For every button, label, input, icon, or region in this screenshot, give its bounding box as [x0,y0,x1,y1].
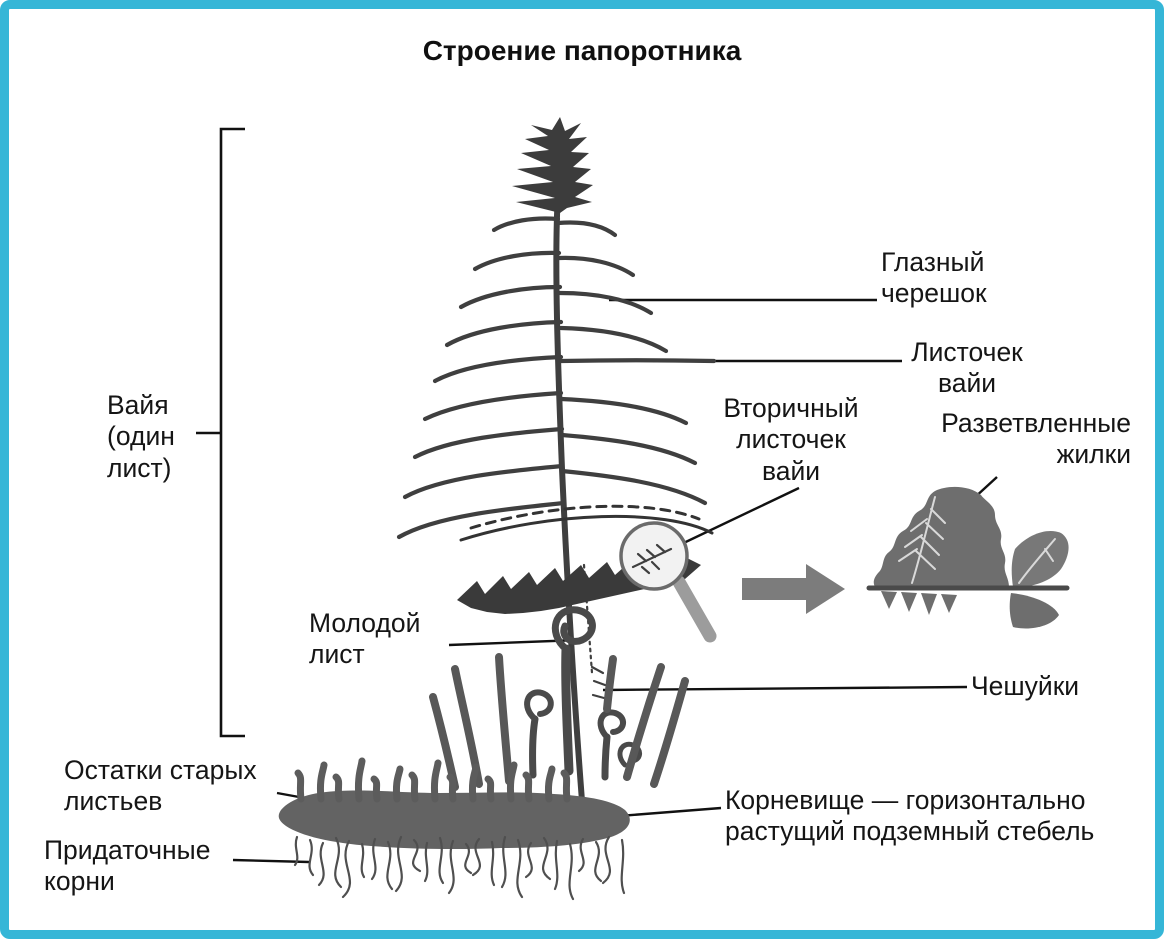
enlarged-leaflet [866,486,1070,629]
frond-bracket [196,127,245,738]
frond-arcs [459,504,714,542]
frond-leaflet-label: Листочек вайи [911,337,1023,399]
frond-tip [512,117,593,213]
old-leaf-remains-label: Остатки старых листьев [64,755,257,817]
scales-label: Чешуйки [971,671,1080,701]
old-leaf-stubs [294,757,571,803]
roots-drawing [293,835,626,901]
pinnae [396,216,717,540]
secondary-leaflet-label: Вторичный листочек вайи [723,393,859,486]
diagram-title: Строение папоротника [422,35,742,66]
rhizome [278,790,630,850]
fiddlehead-coils [524,606,642,781]
main-petiole-label: Глазный черешок [881,247,987,309]
adventitious-roots-label: Придаточные корни [44,835,211,897]
rhizome-label: Корневище — горизонтально растущий подзе… [725,785,1095,847]
young-leaf-label: Молодой лист [309,608,421,670]
branched-veins-label: Разветвленные жилки [941,408,1131,470]
magnifying-glass-icon [619,521,717,643]
frond-label: Вайя (один лист) [107,390,175,483]
fern-illustration [196,117,1070,901]
zoom-arrow [742,564,845,614]
base-spikes [429,653,689,791]
